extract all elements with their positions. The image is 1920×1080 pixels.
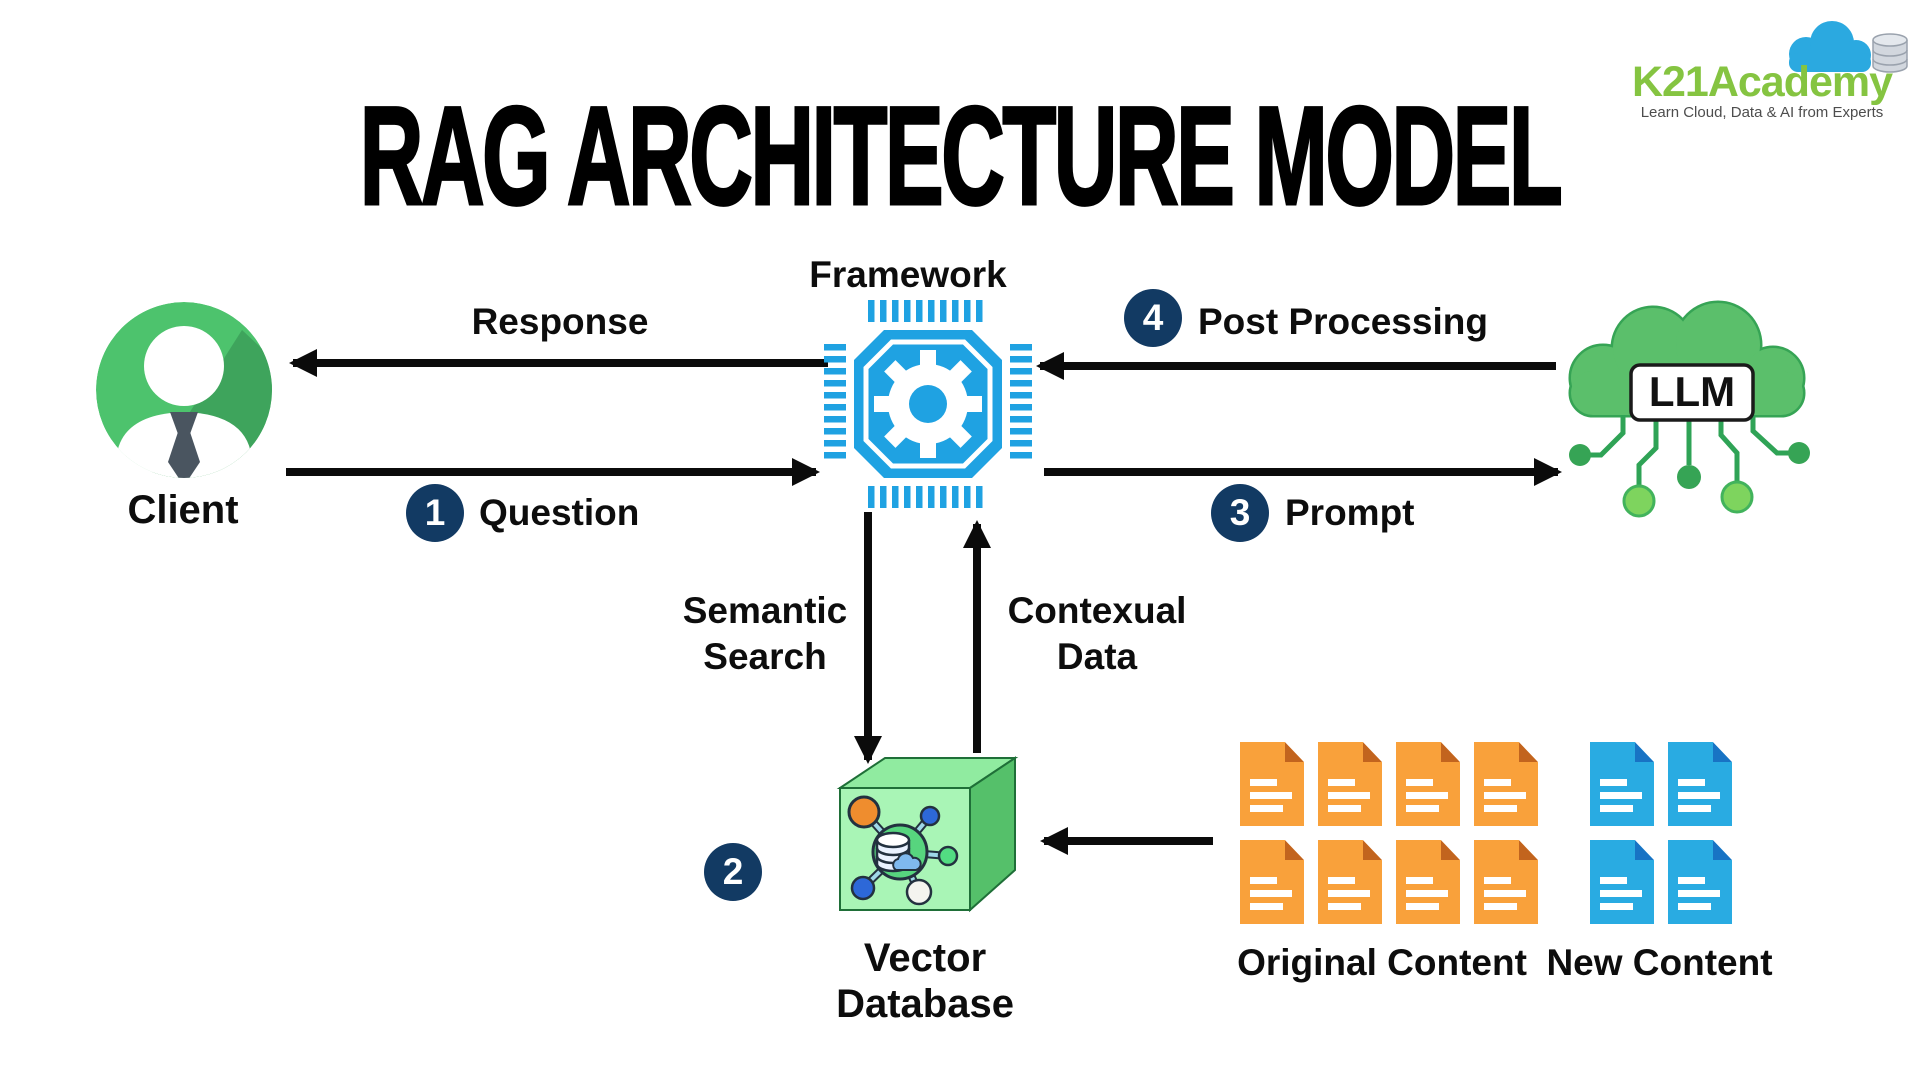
llm-cloud-icon: LLM [1568,300,1810,518]
logo-tagline: Learn Cloud, Data & AI from Experts [1640,104,1884,121]
document-icon [1318,840,1382,924]
document-icon [1668,840,1732,924]
vector-database-cube-icon [836,756,1019,913]
contextual-data-label-line1: Contexual [1007,590,1187,631]
cloud-database-icon [1789,21,1908,73]
step-4-number: 4 [1142,297,1164,338]
llm-label: LLM [1649,368,1735,415]
semantic-search-label-line2: Search [703,636,827,677]
original-content-label: Original Content [1237,942,1527,983]
document-icon [1474,742,1538,826]
framework-chip-icon [824,300,1032,508]
semantic-search-label-line1: Semantic [682,590,848,631]
document-icon [1396,742,1460,826]
document-icon [1240,742,1304,826]
question-label: Question [479,492,640,533]
contextual-data-label-line2: Data [1056,636,1138,677]
step-3-badge: 3 [1211,484,1269,542]
document-icon [1474,840,1538,924]
client-avatar-icon [96,302,272,478]
step-4-badge: 4 [1124,289,1182,347]
page-title: RAG ARCHITECTURE MODEL [359,77,1564,234]
document-icon [1396,840,1460,924]
document-icon [1590,840,1654,924]
step-2-badge: 2 [704,843,762,901]
step-3-number: 3 [1229,492,1251,533]
vector-database-label: Vector Database [825,935,1025,1027]
prompt-label: Prompt [1285,492,1415,533]
vector-database-label-line2: Database [836,982,1014,1026]
step-2-number: 2 [722,851,744,892]
client-label: Client [127,488,239,532]
response-label: Response [471,301,649,342]
framework-label: Framework [809,254,1007,295]
vector-database-label-line1: Vector [863,936,987,980]
document-icon [1590,742,1654,826]
contextual-data-label: Contexual Data [972,588,1222,680]
document-icon [1240,840,1304,924]
step-1-number: 1 [424,492,446,533]
step-1-badge: 1 [406,484,464,542]
semantic-search-label: Semantic Search [640,588,890,680]
document-icon [1318,742,1382,826]
new-content-label: New Content [1546,942,1773,983]
logo-brand: K21Academy [1631,58,1893,106]
post-processing-label: Post Processing [1198,301,1488,342]
document-icon [1668,742,1732,826]
